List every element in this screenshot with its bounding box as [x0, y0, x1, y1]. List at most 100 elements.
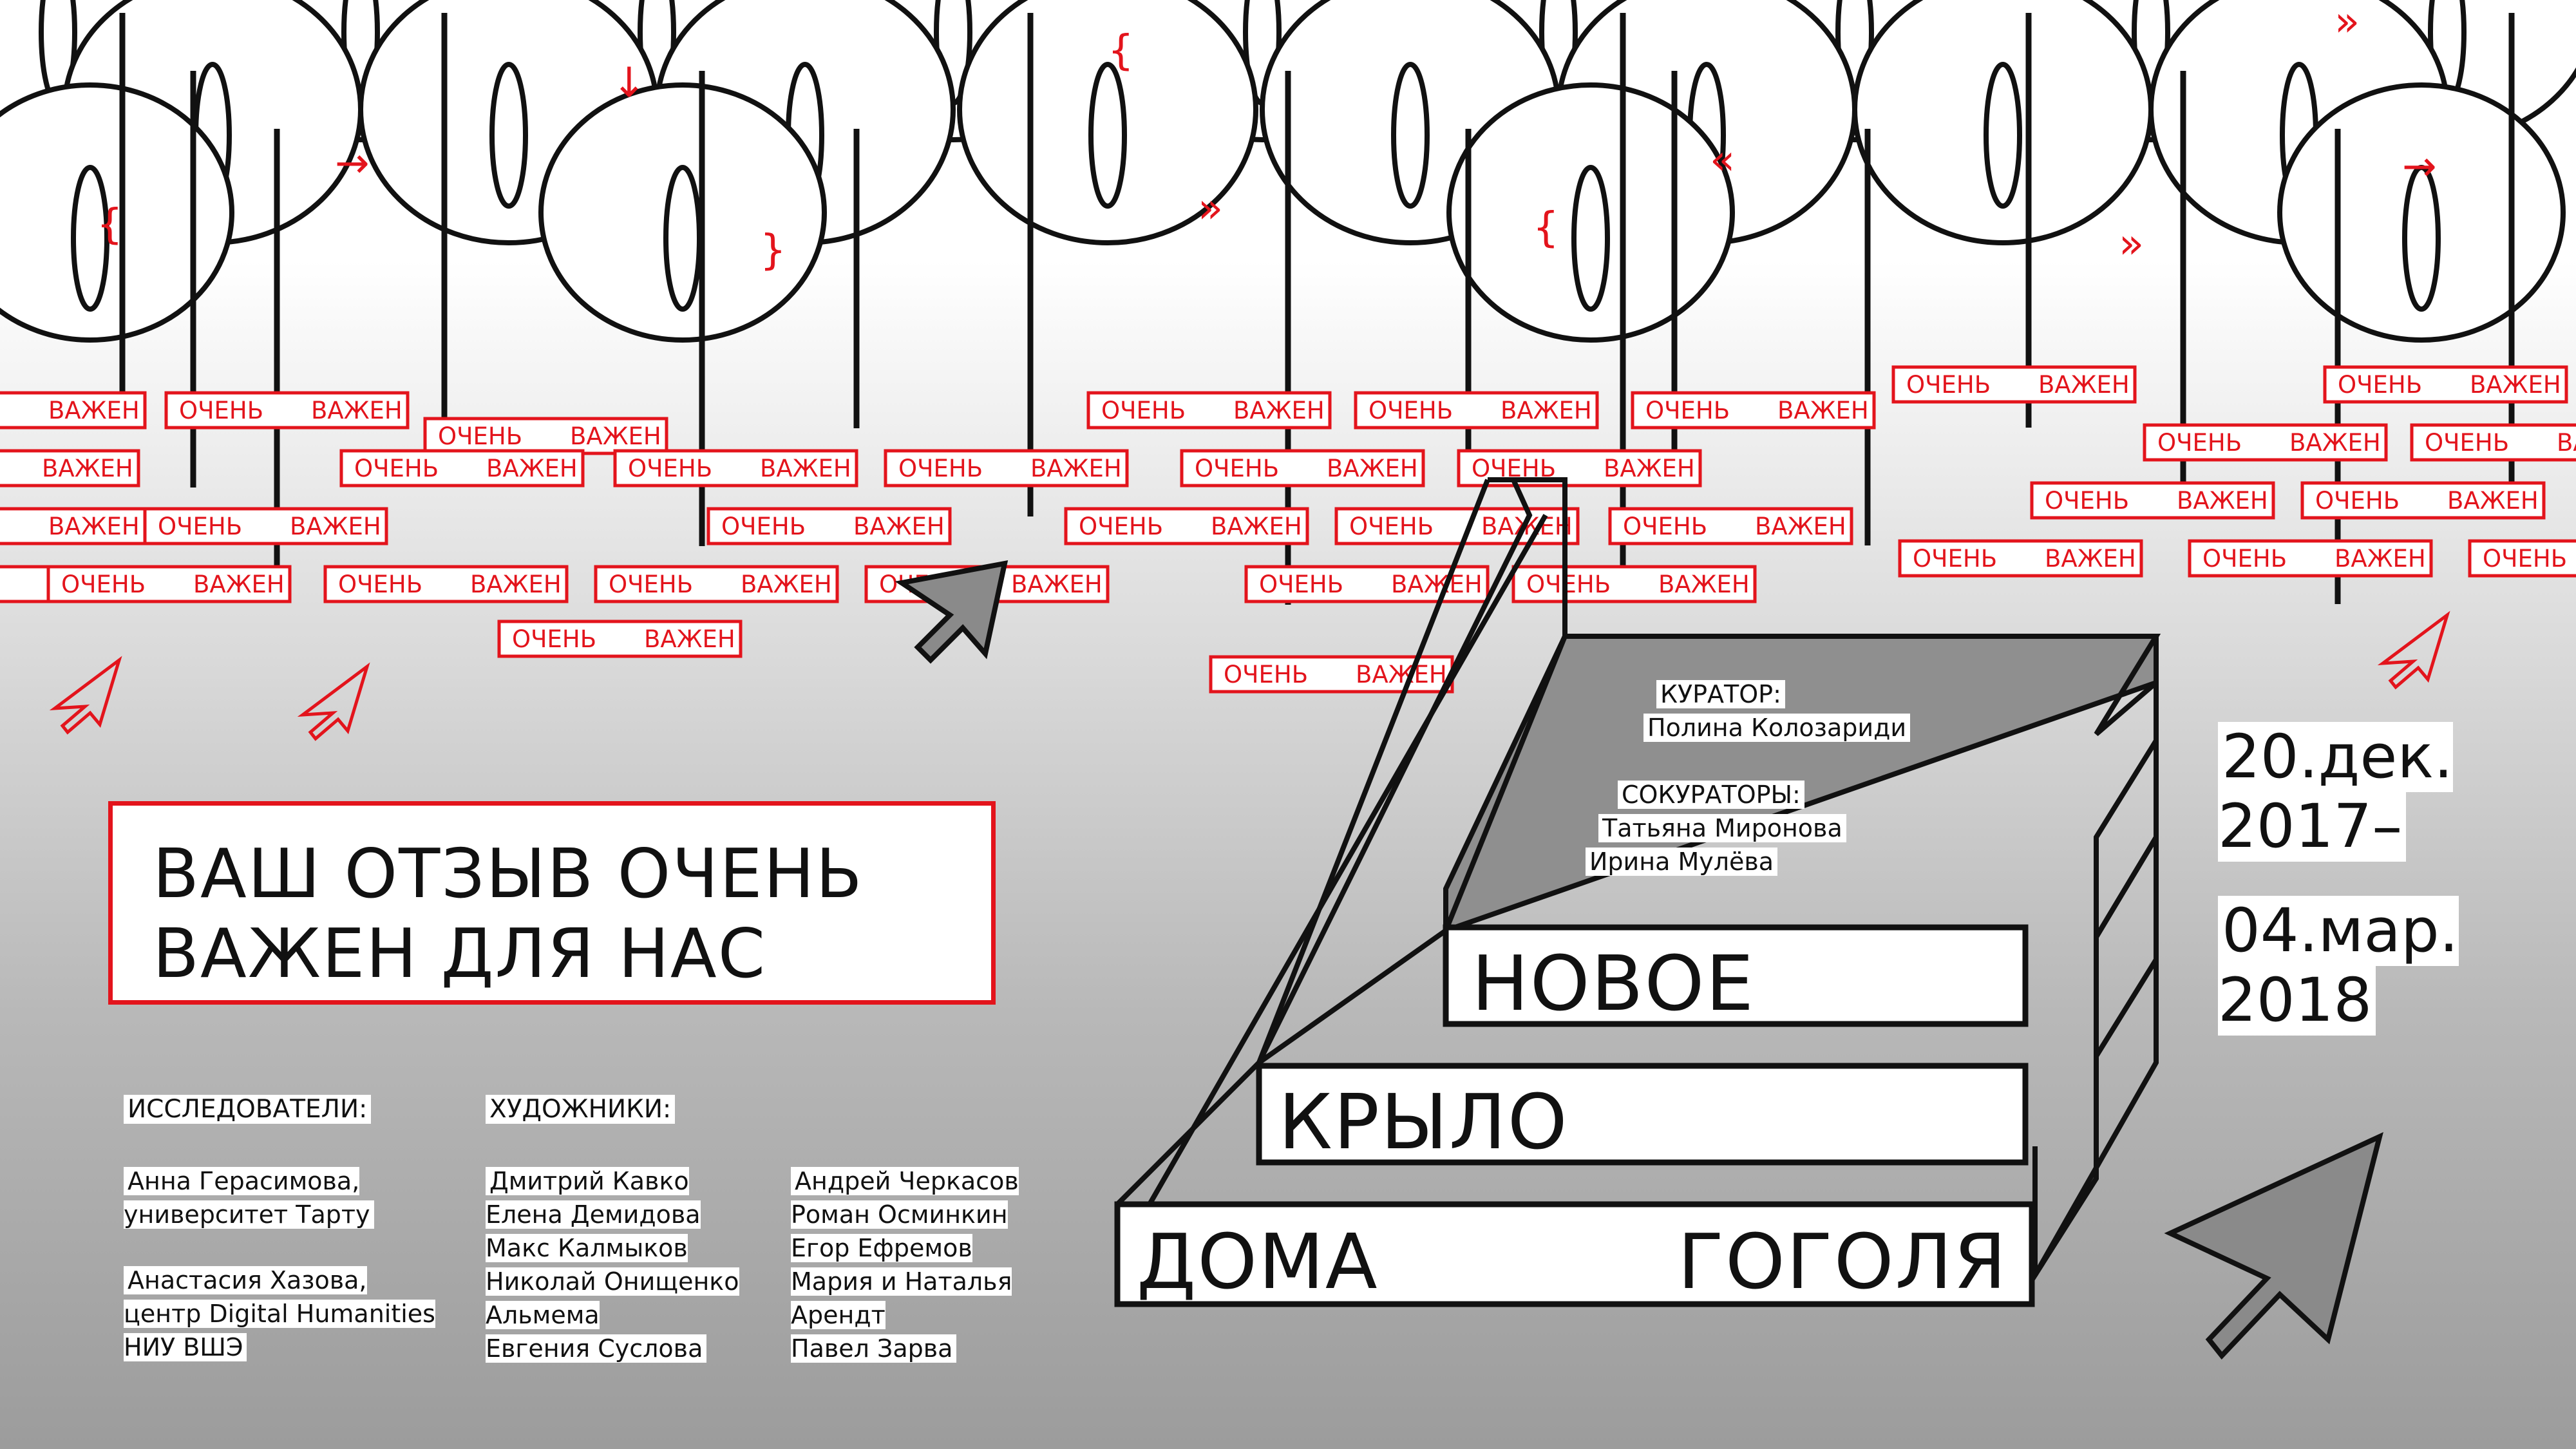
arrow-glyph-icon: ↓	[612, 59, 647, 107]
tag-word-2: ВАЖЕН	[2289, 429, 2381, 457]
tag-word-2: ВАЖЕН	[741, 571, 832, 598]
tag-word-2: ВАЖЕН	[1501, 397, 1592, 424]
headline-box: ВАШ ОТЗЫВ ОЧЕНЬ ВАЖЕН ДЛЯ НАС	[108, 801, 996, 1005]
tag-word-2: ВАЖЕН	[1356, 661, 1447, 688]
tag-word-2: ВАЖЕН	[2045, 545, 2136, 573]
arrow-glyph-icon: {	[1533, 204, 1559, 252]
researcher-entry: Анна Герасимова, университет Тарту	[124, 1164, 374, 1231]
tag-word-1: ОЧЕНЬ	[1101, 397, 1186, 424]
tag-word-1: ОЧЕНЬ	[1224, 661, 1308, 688]
balloon-icon	[1446, 82, 1735, 343]
tag-word-1: ОЧЕНЬ	[1079, 513, 1163, 540]
tag-word-2: ВАЖЕН	[1391, 571, 1482, 598]
balloon-icon	[1852, 0, 2154, 245]
tag-word-1: ОЧЕНЬ	[721, 513, 806, 540]
tag-word-2: ВАЖЕН	[1658, 571, 1750, 598]
tag-word-1: ОЧЕНЬ	[1195, 455, 1279, 482]
tag-label: ОЧЕНЬ ВАЖЕН	[339, 449, 585, 488]
tag-word-1: ОЧЕНЬ	[2202, 545, 2287, 573]
tag-label: ОЧЕНЬ ВАЖЕН	[613, 449, 858, 488]
tag-word-1: ОЧЕНЬ	[2338, 371, 2422, 399]
tag-word-1: ОЧЕНЬ	[354, 455, 439, 482]
tag-label: ОЧЕНЬ ВАЖЕН	[143, 507, 388, 545]
balloon-icon	[538, 82, 827, 343]
tag-word-2: ВАЖЕН	[2038, 371, 2130, 399]
tag-word-1: ОЧЕНЬ	[1526, 571, 1611, 598]
tag-word-2: ВАЖЕН	[48, 397, 140, 424]
tag-word-1: ОЧЕНЬ	[1259, 571, 1343, 598]
tag-word-1: ОЧЕНЬ	[2483, 545, 2567, 573]
tag-word-2: ВАЖЕН	[470, 571, 562, 598]
tag-label: ОЧЕНЬ ВАЖЕН	[1631, 391, 1876, 430]
book-band-3	[1114, 1201, 2035, 1307]
tag-word-2: ВАЖЕН	[42, 455, 133, 482]
arrow-glyph-icon: }	[760, 227, 786, 274]
date-start: 20.дек. 2017–	[2218, 722, 2453, 862]
arrow-glyph-icon: »	[2334, 0, 2360, 46]
tag-word-2: ВАЖЕН	[193, 571, 285, 598]
tag-word-2: ВАЖЕН	[1777, 397, 1869, 424]
cursor-icon	[2377, 611, 2450, 690]
tag-word-2: ВАЖЕН	[2470, 371, 2561, 399]
arrow-glyph-icon: →	[2402, 143, 2437, 191]
tag-word-1: ОЧЕНЬ	[179, 397, 263, 424]
tag-word-1: ОЧЕНЬ	[1645, 397, 1730, 424]
balloon-icon	[957, 0, 1258, 245]
tag-word-2: ВАЖЕН	[2447, 487, 2539, 515]
balloon-icon	[0, 82, 234, 343]
tag-word-1: ОЧЕНЬ	[628, 455, 712, 482]
tag-word-1: ОЧЕНЬ	[158, 513, 242, 540]
tag-word-1: ОЧЕНЬ	[438, 422, 522, 450]
book-band-1	[1443, 924, 2029, 1027]
balloon-layer	[0, 0, 2576, 605]
tag-word-1: ОЧЕНЬ	[0, 513, 1, 540]
researcher-entry: Анастасия Хазова, центр Digital Humaniti…	[124, 1266, 435, 1361]
tag-word-2: ВАЖЕН	[486, 455, 578, 482]
tag-word-1: ОЧЕНЬ	[898, 455, 983, 482]
tag-word-1: ОЧЕНЬ	[61, 571, 146, 598]
tag-label: ОЧЕНЬ ВАЖЕН	[1064, 507, 1309, 545]
arrow-glyph-icon: »	[1198, 185, 1223, 232]
arrow-glyph-icon: «	[1710, 137, 1735, 184]
cocurator-name: Ирина Мулёва	[1586, 845, 1778, 878]
book-illustration	[1114, 477, 2161, 1307]
arrow-glyph-icon: →	[335, 140, 370, 187]
tag-label: ОЧЕНЬ ВАЖЕН	[497, 620, 743, 658]
tag-word-1: ОЧЕНЬ	[2045, 487, 2129, 515]
tag-word-1: ОЧЕНЬ	[1913, 545, 1997, 573]
small-arrows-layer: →→»»»«{{{}↓	[49, 0, 2450, 741]
tag-word-2: ВАЖЕН	[760, 455, 851, 482]
tag-word-2: ВАЖЕН	[2334, 545, 2426, 573]
tag-word-2: ВАЖЕН	[644, 625, 735, 653]
cursor-layer	[895, 560, 2383, 1360]
book-word-new: НОВОЕ	[1472, 939, 1755, 1028]
researchers-heading: ИССЛЕДОВАТЕЛИ:	[124, 1095, 372, 1124]
arrow-glyph-icon: »	[2119, 220, 2144, 268]
date-end: 04.мар. 2018	[2218, 896, 2459, 1036]
tag-word-1: ОЧЕНЬ	[2315, 487, 2400, 515]
tag-word-2: ВАЖЕН	[1211, 513, 1302, 540]
tag-word-2: ВАЖЕН	[853, 513, 945, 540]
tag-word-2: ВАЖЕН	[1030, 455, 1122, 482]
book-word-house: ДОМА	[1137, 1217, 1379, 1306]
tag-word-2: ВАЖЕН	[290, 513, 381, 540]
artists-heading: ХУДОЖНИКИ:	[486, 1095, 676, 1124]
artists-column-1: Дмитрий Кавко Елена Демидова Макс Калмык…	[486, 1167, 739, 1363]
book-word-gogol: ГОГОЛЯ	[1678, 1217, 2008, 1306]
curator-name: Полина Колозариди	[1643, 711, 1911, 744]
cursor-icon	[49, 656, 122, 735]
tag-word-1: ОЧЕНЬ	[609, 571, 693, 598]
tag-label: ОЧЕНЬ ВАЖЕН	[2300, 481, 2546, 520]
tag-word-1: ОЧЕНЬ	[512, 625, 596, 653]
